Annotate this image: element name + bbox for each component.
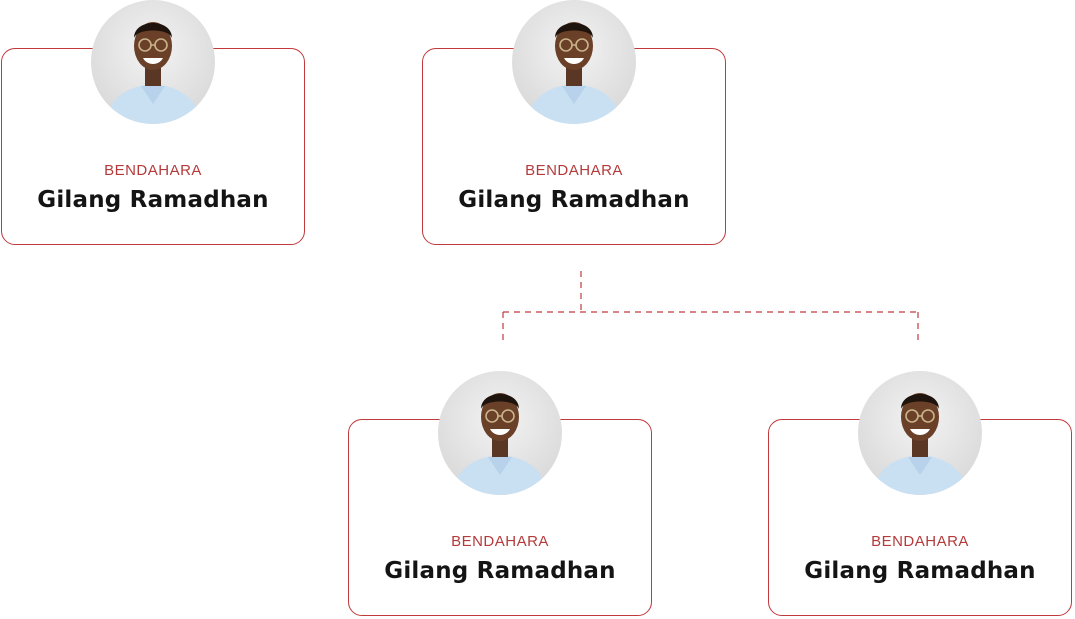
member-role: BENDAHARA: [451, 533, 549, 550]
member-role: BENDAHARA: [104, 162, 202, 179]
member-avatar: [91, 0, 215, 124]
person-photo-icon: [452, 393, 548, 495]
member-avatar: [858, 371, 982, 495]
member-name: Gilang Ramadhan: [384, 558, 616, 584]
member-name: Gilang Ramadhan: [37, 187, 269, 213]
person-photo-icon: [105, 22, 201, 124]
member-name: Gilang Ramadhan: [804, 558, 1036, 584]
member-role: BENDAHARA: [871, 533, 969, 550]
member-name: Gilang Ramadhan: [458, 187, 690, 213]
member-avatar: [512, 0, 636, 124]
member-avatar: [438, 371, 562, 495]
person-photo-icon: [526, 22, 622, 124]
person-photo-icon: [872, 393, 968, 495]
member-role: BENDAHARA: [525, 162, 623, 179]
